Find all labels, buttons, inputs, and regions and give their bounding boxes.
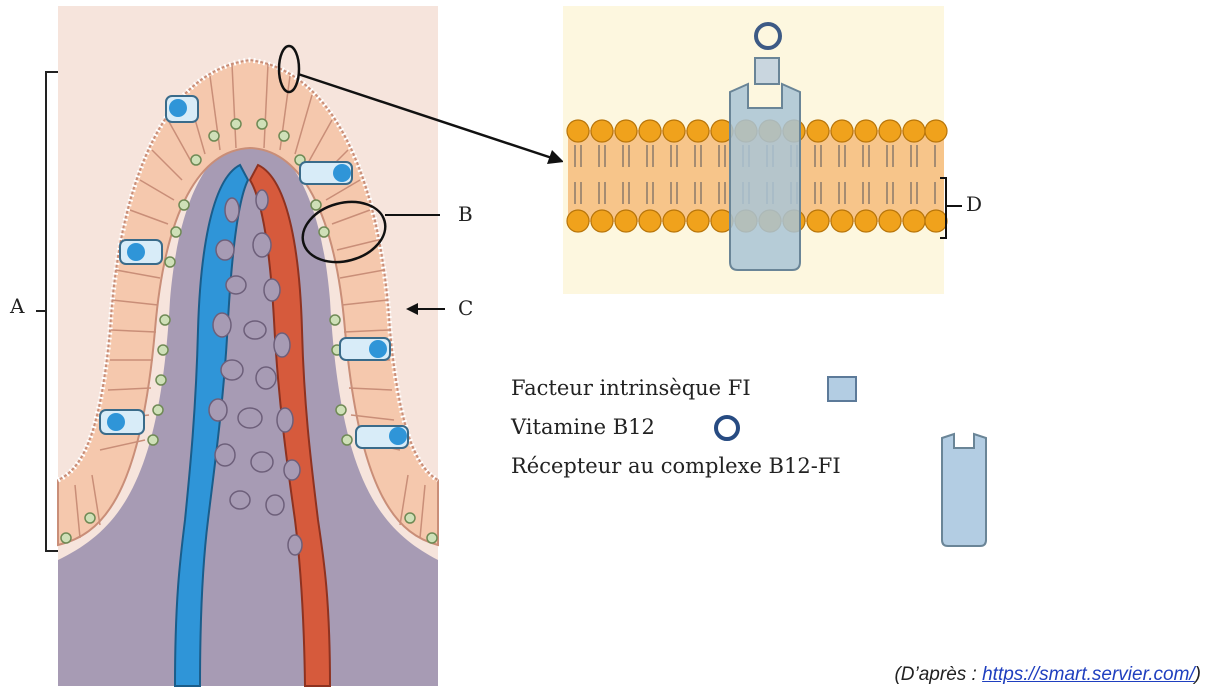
legend-b12-label: Vitamine B12: [511, 415, 655, 439]
legend-fi: Facteur intrinsèque FI: [511, 376, 751, 400]
legend-fi-icon: [828, 377, 856, 401]
label-b: B: [458, 204, 473, 224]
label-c: C: [458, 298, 473, 318]
source-suffix: ): [1195, 664, 1201, 685]
source-prefix: (D’après :: [894, 664, 982, 685]
legend-fi-label: Facteur intrinsèque FI: [511, 376, 751, 400]
legend-receptor: Récepteur au complexe B12-FI: [511, 454, 841, 478]
legend-receptor-icon: [942, 434, 986, 546]
intrinsic-factor: [755, 58, 779, 84]
source-credit: (D’après : https://smart.servier.com/): [894, 664, 1201, 686]
source-link[interactable]: https://smart.servier.com/: [982, 664, 1195, 685]
label-a: A: [10, 296, 24, 316]
legend-b12: Vitamine B12: [511, 415, 655, 439]
legend-receptor-label: Récepteur au complexe B12-FI: [511, 454, 841, 478]
label-d: D: [966, 194, 982, 214]
legend-b12-icon: [716, 417, 738, 439]
receptor-protein: [730, 84, 800, 270]
